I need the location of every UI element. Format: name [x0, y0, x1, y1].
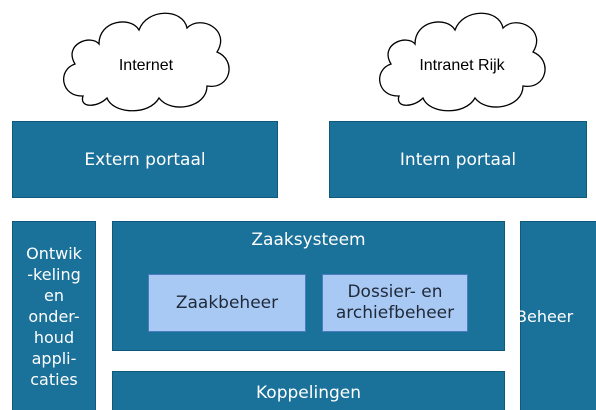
intern-portaal-label: Intern portaal	[399, 149, 517, 170]
extern-portaal-label: Extern portaal	[84, 149, 206, 170]
ontwikkeling-onderhoud-block: Ontwik -keling en onder- houd appli- cat…	[12, 221, 96, 410]
ontwikkeling-line: caties	[30, 369, 78, 389]
zaaksysteem-title: Zaaksysteem	[251, 230, 366, 250]
ontwikkeling-line: Ontwik	[26, 243, 82, 263]
beheer-block: Beheer	[516, 221, 596, 410]
ontwikkeling-line: -keling	[27, 264, 81, 284]
extern-portaal-block: Extern portaal	[12, 121, 278, 198]
cloud-internet-label: Internet	[118, 57, 174, 74]
dossier-line: archiefbeheer	[335, 303, 455, 323]
ontwikkeling-line: houd	[33, 327, 75, 347]
koppelingen-block: Koppelingen	[112, 371, 505, 410]
ontwikkeling-line: onder-	[28, 306, 80, 326]
ontwikkeling-line: en	[44, 285, 64, 305]
ontwikkeling-line: appli-	[31, 348, 77, 368]
cloud-internet: Internet	[55, 4, 237, 118]
dossier-line: Dossier- en	[347, 282, 443, 302]
cloud-icon	[379, 12, 546, 112]
intern-portaal-block: Intern portaal	[329, 121, 587, 198]
dossier-archiefbeheer-block: Dossier- en archiefbeheer	[322, 274, 468, 332]
cloud-icon	[63, 12, 230, 112]
zaakbeheer-label: Zaakbeheer	[175, 292, 279, 313]
zaakbeheer-block: Zaakbeheer	[148, 274, 306, 332]
beheer-label: Beheer	[516, 306, 574, 326]
cloud-intranet: Intranet Rijk	[371, 4, 553, 118]
koppelingen-label: Koppelingen	[256, 383, 361, 403]
cloud-intranet-label: Intranet Rijk	[419, 57, 505, 74]
